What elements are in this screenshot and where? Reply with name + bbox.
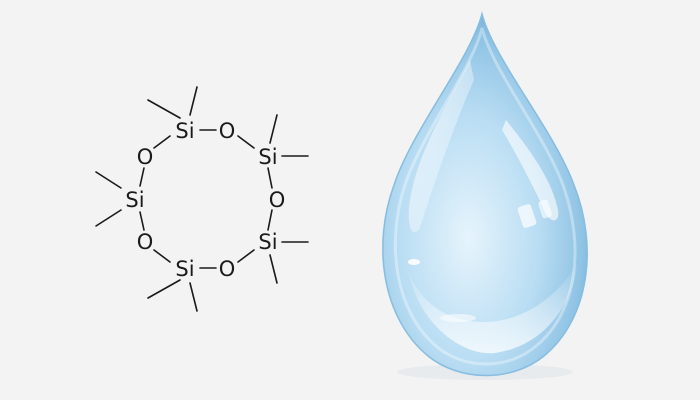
methyl-si2-a <box>269 114 278 144</box>
atom-si2: Si <box>258 145 277 169</box>
water-drop-icon <box>382 11 588 380</box>
drop-inner-rim <box>393 27 577 366</box>
drop-body <box>382 11 588 377</box>
atom-o2: O <box>269 188 286 212</box>
bond-si4-o4 <box>153 249 171 263</box>
bond-si2-o2 <box>267 167 273 189</box>
drop-reflection-2 <box>538 199 552 219</box>
drop-highlight-right <box>502 120 559 221</box>
atom-si3: Si <box>258 230 277 254</box>
bond-si3-o3 <box>237 249 255 263</box>
atom-si1: Si <box>175 119 194 143</box>
methyl-si4-b <box>189 282 198 312</box>
atom-o5: O <box>137 145 154 169</box>
bond-si5-o5 <box>139 167 145 187</box>
drop-speck-1 <box>408 259 420 265</box>
atom-si4: Si <box>175 257 194 281</box>
drop-highlight-left <box>408 60 474 233</box>
methyl-si5-b <box>95 209 122 227</box>
ring-bonds <box>139 129 273 269</box>
bond-o5-si1 <box>153 135 171 149</box>
atom-o1: O <box>219 119 236 143</box>
bond-o4-si5 <box>139 211 145 231</box>
atom-o4: O <box>137 230 154 254</box>
bond-o1-si2 <box>237 135 255 149</box>
drop-speck-2 <box>440 314 476 322</box>
drop-reflection-1 <box>517 204 537 228</box>
atom-si5: Si <box>125 188 144 212</box>
atom-labels: Si O Si O Si O Si O Si O <box>125 119 285 281</box>
methyl-si5-a <box>95 171 122 189</box>
drop-bottom-glow <box>408 262 578 354</box>
bond-o2-si3 <box>267 209 273 231</box>
molecule-diagram: Si O Si O Si O Si O Si O <box>95 86 309 312</box>
methyl-si1-b <box>189 86 198 116</box>
atom-o3: O <box>219 257 236 281</box>
methyl-si1-a <box>147 99 181 119</box>
methyl-bonds <box>95 86 309 312</box>
methyl-si3-b <box>269 254 278 284</box>
methyl-si4-a <box>147 279 181 299</box>
